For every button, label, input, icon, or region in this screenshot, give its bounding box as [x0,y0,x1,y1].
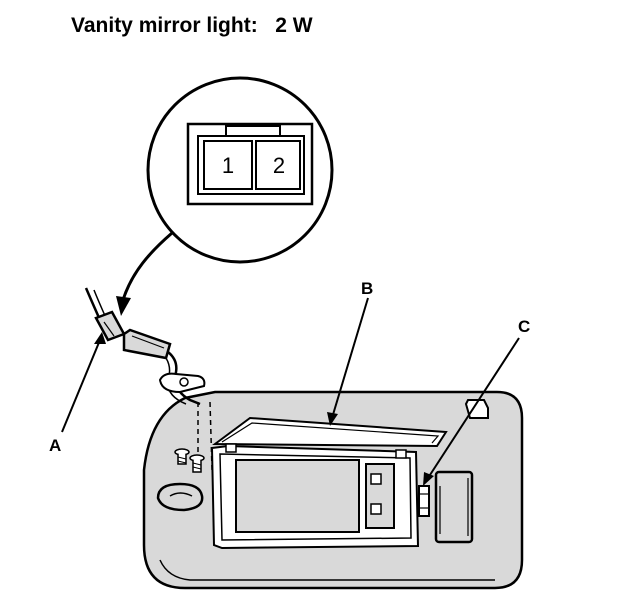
callout-c-label: C [518,317,530,336]
callout-c: C [423,317,530,486]
connector-face: 1 2 [186,122,314,206]
mirror-glass [235,459,360,533]
page-title: Vanity mirror light: 2 W [71,14,313,37]
callout-a-label: A [49,436,61,455]
callout-b-label: B [361,279,373,298]
pin-2-cavity [255,140,301,190]
detail-arrow [116,231,173,316]
callout-a: A [49,332,106,455]
connector-detail: 1 2 [146,76,334,264]
visor-clip [464,399,489,419]
visor-connector [122,328,172,360]
callout-b: B [327,279,373,426]
wire-harness [84,287,206,406]
mounting-screw-2 [189,454,205,473]
pin-1-label: 1 [222,153,234,178]
bulb [418,485,430,517]
lens-cover [434,470,474,544]
visor-pivot-boss [156,482,204,512]
pin-1-cavity [203,140,253,190]
sun-visor [142,390,524,590]
mounting-screw-1 [174,448,190,465]
pin-2-label: 2 [273,153,285,178]
